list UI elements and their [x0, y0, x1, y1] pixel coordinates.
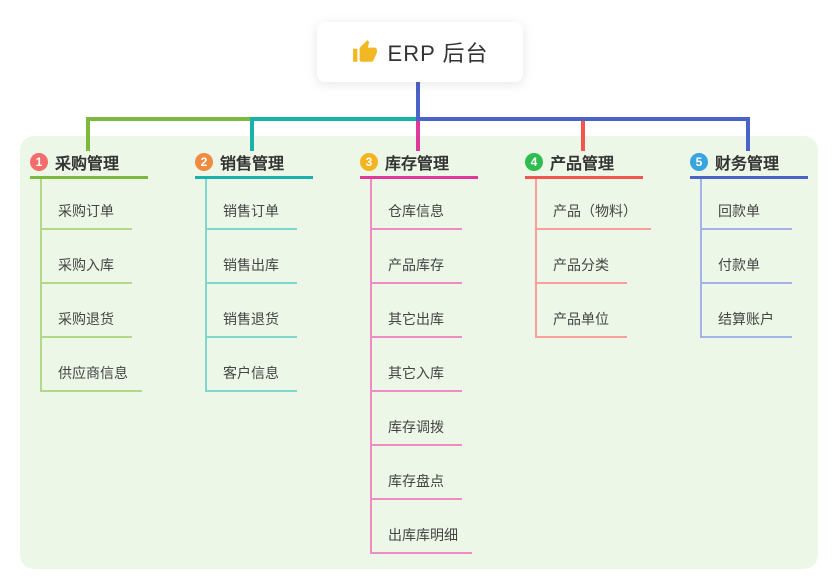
child-node[interactable]: 销售出库 — [207, 230, 297, 284]
branch-sales-header[interactable]: 2 销售管理 — [195, 150, 313, 179]
connector-hline-branch5 — [416, 117, 750, 121]
child-node[interactable]: 客户信息 — [207, 338, 297, 392]
child-node[interactable]: 产品单位 — [537, 284, 627, 338]
branch-finance-header[interactable]: 5 财务管理 — [690, 150, 808, 179]
root-node-erp[interactable]: ERP 后台 — [317, 22, 523, 82]
thumbs-up-icon — [352, 40, 377, 62]
branch-sales: 2 销售管理 销售订单 销售出库 销售退货 客户信息 — [195, 150, 313, 392]
connector-drop-branch3 — [416, 121, 420, 151]
child-node[interactable]: 结算账户 — [702, 284, 792, 338]
branch-number-badge: 4 — [525, 152, 543, 171]
branch-number-badge: 2 — [195, 152, 213, 171]
child-node[interactable]: 销售退货 — [207, 284, 297, 338]
branch-label: 采购管理 — [55, 155, 120, 173]
child-node[interactable]: 库存盘点 — [372, 446, 462, 500]
branch-product-header[interactable]: 4 产品管理 — [525, 150, 643, 179]
root-title: ERP 后台 — [387, 41, 489, 66]
child-node[interactable]: 产品库存 — [372, 230, 462, 284]
child-node[interactable]: 出库库明细 — [372, 500, 472, 554]
branch-number-badge: 1 — [30, 152, 48, 171]
connector-hline-branch2 — [250, 117, 420, 121]
child-node[interactable]: 回款单 — [702, 179, 792, 230]
branch-label: 库存管理 — [385, 155, 450, 173]
child-node[interactable]: 采购入库 — [42, 230, 132, 284]
child-node[interactable]: 库存调拨 — [372, 392, 462, 446]
branch-purchase-header[interactable]: 1 采购管理 — [30, 150, 148, 179]
branch-inventory: 3 库存管理 仓库信息 产品库存 其它出库 其它入库 库存调拨 库存盘点 出库库… — [360, 150, 478, 554]
branch-sales-children: 销售订单 销售出库 销售退货 客户信息 — [205, 179, 313, 392]
connector-drop-branch2 — [250, 117, 254, 151]
child-node[interactable]: 产品（物料） — [537, 179, 651, 230]
child-node[interactable]: 采购退货 — [42, 284, 132, 338]
branch-purchase-children: 采购订单 采购入库 采购退货 供应商信息 — [40, 179, 148, 392]
branch-inventory-children: 仓库信息 产品库存 其它出库 其它入库 库存调拨 库存盘点 出库库明细 — [370, 179, 478, 554]
branch-label: 财务管理 — [715, 155, 780, 173]
branch-product: 4 产品管理 产品（物料） 产品分类 产品单位 — [525, 150, 651, 338]
connector-drop-branch5 — [746, 117, 750, 151]
child-node[interactable]: 其它出库 — [372, 284, 462, 338]
mindmap-canvas — [20, 136, 818, 569]
child-node[interactable]: 供应商信息 — [42, 338, 142, 392]
branch-number-badge: 5 — [690, 152, 708, 171]
branch-purchase: 1 采购管理 采购订单 采购入库 采购退货 供应商信息 — [30, 150, 148, 392]
branch-label: 销售管理 — [220, 155, 285, 173]
child-node[interactable]: 仓库信息 — [372, 179, 462, 230]
connector-drop-branch4 — [581, 121, 585, 151]
child-node[interactable]: 付款单 — [702, 230, 792, 284]
branch-label: 产品管理 — [550, 155, 615, 173]
branch-finance-children: 回款单 付款单 结算账户 — [700, 179, 808, 338]
branch-finance: 5 财务管理 回款单 付款单 结算账户 — [690, 150, 808, 338]
branch-inventory-header[interactable]: 3 库存管理 — [360, 150, 478, 179]
connector-hline-branch1 — [86, 117, 254, 121]
branch-number-badge: 3 — [360, 152, 378, 171]
child-node[interactable]: 销售订单 — [207, 179, 297, 230]
connector-drop-branch1 — [86, 117, 90, 151]
branch-product-children: 产品（物料） 产品分类 产品单位 — [535, 179, 651, 338]
child-node[interactable]: 采购订单 — [42, 179, 132, 230]
child-node[interactable]: 其它入库 — [372, 338, 462, 392]
child-node[interactable]: 产品分类 — [537, 230, 627, 284]
connector-root-stem — [416, 82, 420, 119]
